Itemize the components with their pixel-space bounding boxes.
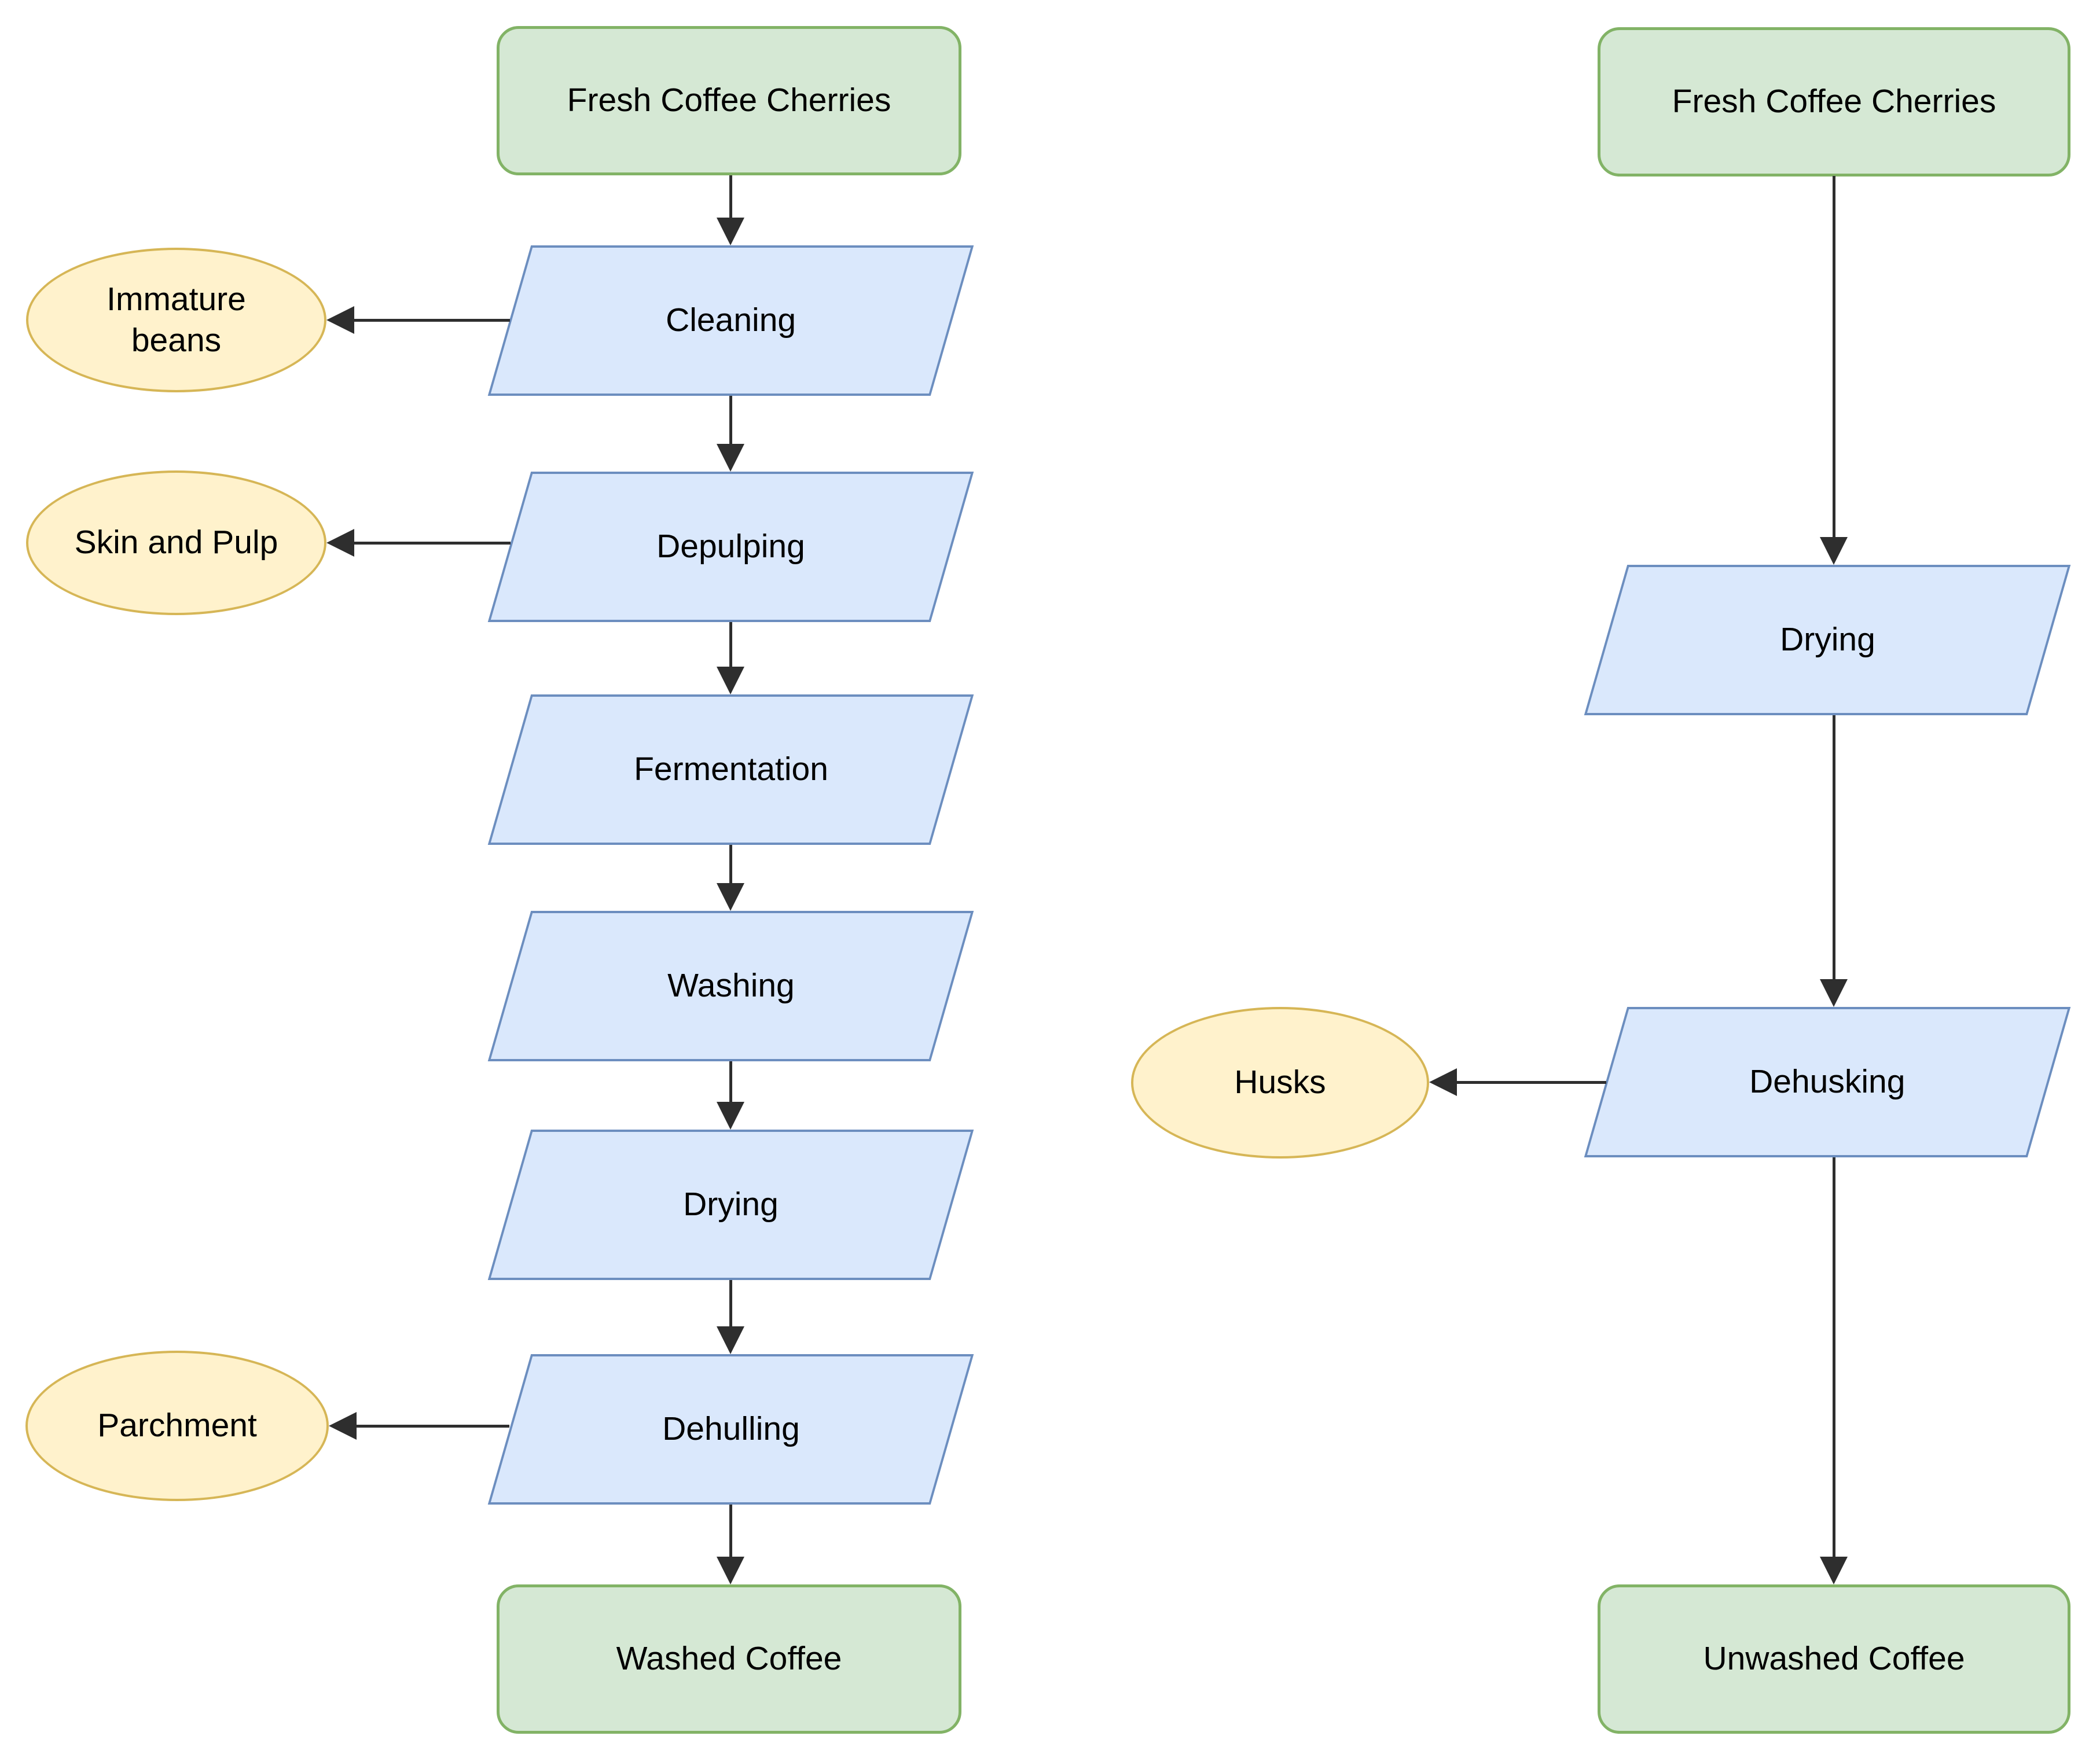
node-skin-and-pulp: Skin and Pulp [26, 470, 326, 615]
node-fresh-coffee-cherries-natural-label: Fresh Coffee Cherries [1672, 83, 1996, 120]
node-unwashed-coffee-label: Unwashed Coffee [1703, 1640, 1965, 1678]
node-washed-coffee-label: Washed Coffee [616, 1640, 842, 1678]
node-fresh-coffee-cherries-washed-label: Fresh Coffee Cherries [567, 82, 891, 119]
node-drying-washed: Drying [487, 1130, 974, 1280]
node-parchment-label: Parchment [97, 1407, 257, 1444]
node-skin-and-pulp-label: Skin and Pulp [74, 524, 278, 561]
node-fresh-coffee-cherries-natural: Fresh Coffee Cherries [1598, 27, 2070, 176]
node-dehulling-label: Dehulling [662, 1410, 800, 1448]
node-depulping: Depulping [487, 472, 974, 622]
node-immature-beans: Immature beans [26, 248, 326, 392]
node-drying-natural: Drying [1584, 565, 2071, 715]
node-husks-label: Husks [1234, 1064, 1326, 1101]
node-cleaning: Cleaning [487, 245, 974, 396]
node-fermentation-label: Fermentation [633, 751, 828, 788]
node-cleaning-label: Cleaning [666, 301, 796, 339]
node-fresh-coffee-cherries-washed: Fresh Coffee Cherries [497, 26, 961, 175]
node-washed-coffee: Washed Coffee [497, 1584, 961, 1734]
node-unwashed-coffee: Unwashed Coffee [1598, 1584, 2070, 1734]
node-dehusking-label: Dehusking [1749, 1063, 1906, 1101]
node-fermentation: Fermentation [487, 694, 974, 845]
node-depulping-label: Depulping [656, 528, 805, 565]
node-dehulling: Dehulling [487, 1354, 974, 1505]
node-drying-washed-label: Drying [683, 1186, 779, 1223]
node-washing: Washing [487, 911, 974, 1061]
node-parchment: Parchment [25, 1351, 329, 1501]
node-dehusking: Dehusking [1584, 1007, 2071, 1157]
node-immature-beans-label: Immature beans [107, 280, 246, 359]
node-husks: Husks [1131, 1007, 1429, 1159]
node-washing-label: Washing [667, 967, 795, 1005]
node-drying-natural-label: Drying [1779, 621, 1875, 659]
